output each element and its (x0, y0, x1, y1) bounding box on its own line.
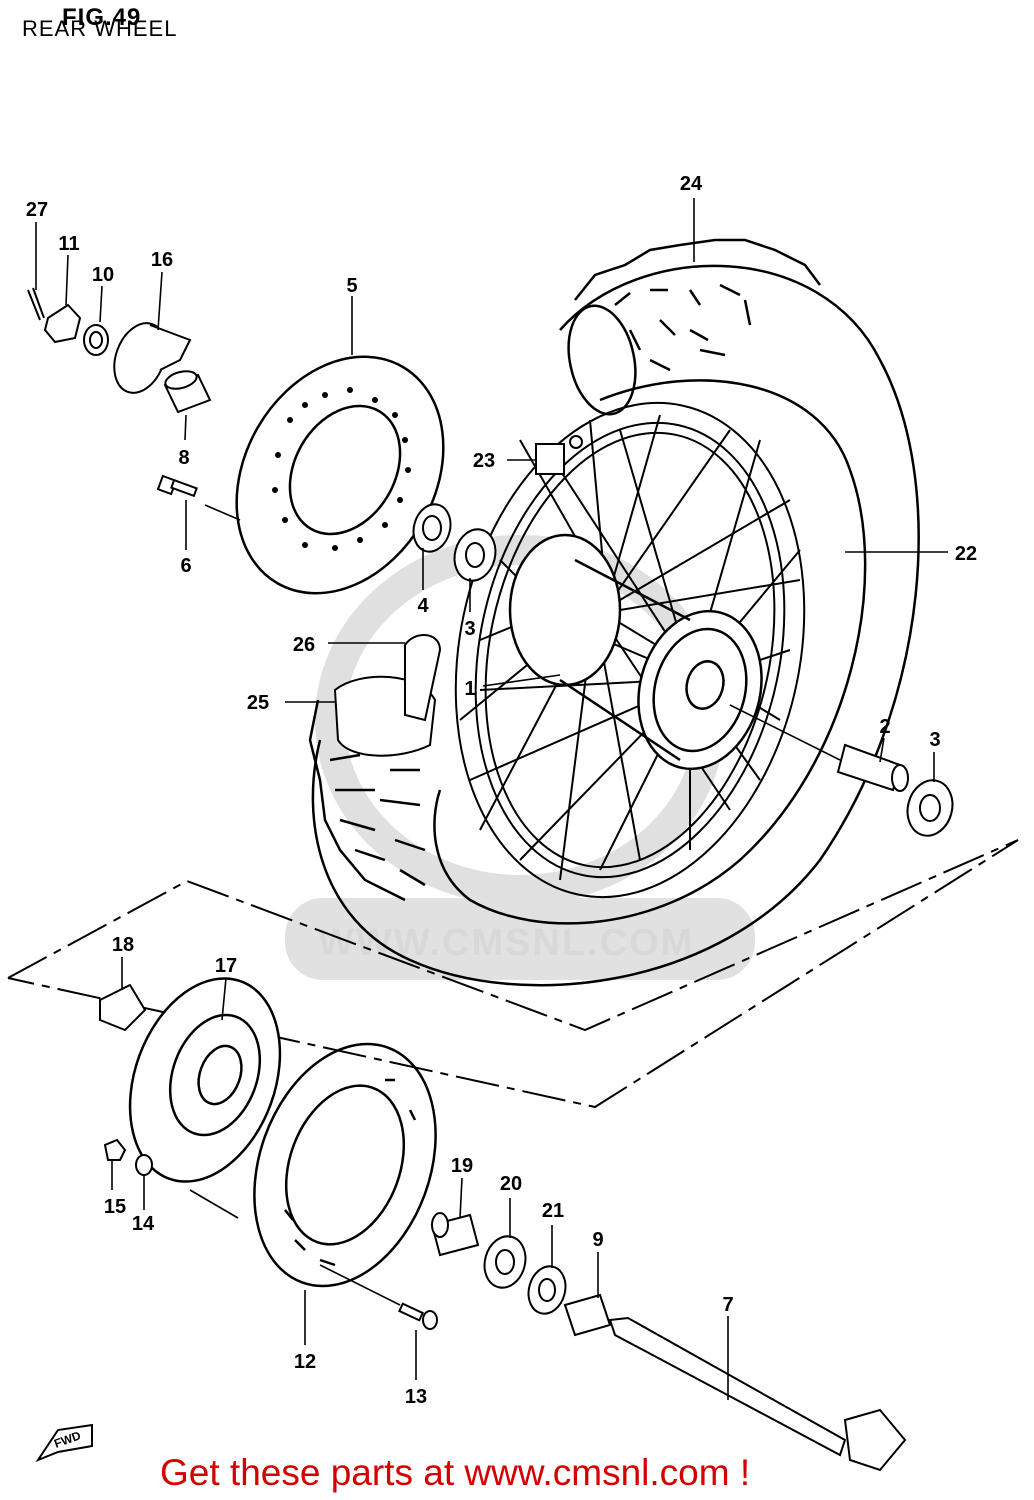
rear-tire (308, 238, 920, 987)
callout-17: 17 (215, 955, 237, 977)
fwd-arrow-icon: FWD (35, 1423, 93, 1463)
axle-spacer (563, 1293, 612, 1337)
rear-rim (454, 401, 806, 899)
washer (83, 324, 109, 356)
disc-bolt (156, 474, 198, 498)
callout-20: 20 (500, 1173, 522, 1195)
drum-bearing (483, 1235, 527, 1289)
damper-cushion (99, 983, 147, 1032)
watermark-text: WWW.CMSNL.COM (318, 922, 694, 964)
callout-19: 19 (451, 1155, 473, 1177)
callout-16: 16 (151, 249, 173, 271)
brake-disc (235, 355, 445, 595)
callout-labels: 1 2 3 3 4 5 6 7 8 9 10 11 12 13 14 15 16… (26, 173, 977, 1408)
sprocket-nut (103, 1138, 127, 1161)
callout-23: 23 (473, 450, 495, 472)
speedometer-gearbox (113, 322, 192, 394)
callout-11: 11 (58, 233, 79, 255)
callout-15: 15 (104, 1196, 126, 1218)
callout-13: 13 (405, 1386, 427, 1408)
tire-valve (535, 435, 583, 475)
callout-7: 7 (722, 1294, 733, 1316)
drum-collar (430, 1212, 480, 1257)
sprocket-washer (135, 1154, 153, 1176)
callout-27: 27 (26, 199, 48, 221)
rim-band (333, 634, 442, 757)
callout-25: 25 (247, 692, 269, 714)
callout-26: 26 (293, 634, 315, 656)
callout-5: 5 (346, 275, 357, 297)
callout-4: 4 (417, 595, 429, 617)
subassembly-outline (7, 839, 1019, 1109)
callout-12: 12 (294, 1351, 316, 1373)
callout-18: 18 (112, 934, 134, 956)
spacer-collar (163, 370, 212, 414)
dust-seal (412, 503, 452, 553)
callout-3-upper: 3 (464, 618, 475, 640)
callout-1: 1 (464, 678, 475, 700)
bearing-right (906, 779, 954, 837)
drum-oil-seal (527, 1265, 567, 1315)
rear-hub (508, 533, 763, 771)
figure-number: FIG.49 (62, 4, 142, 31)
figure-subtitle: REAR WHEEL (22, 16, 178, 41)
rear-axle (608, 1316, 907, 1472)
callout-22: 22 (955, 543, 977, 565)
footer-link-text[interactable]: Get these parts at www.cmsnl.com ! (160, 1452, 751, 1493)
callout-8: 8 (178, 447, 189, 469)
callout-24: 24 (680, 173, 703, 195)
cotter-pin (27, 287, 45, 321)
spacer-right (836, 743, 909, 792)
callout-9: 9 (592, 1229, 603, 1251)
sprocket-bolt (398, 1302, 438, 1330)
callout-3-right: 3 (929, 729, 940, 751)
callout-21: 21 (542, 1200, 564, 1222)
callout-2: 2 (879, 716, 890, 738)
leader-lines (35, 198, 948, 1400)
callout-6: 6 (180, 555, 191, 577)
callout-10: 10 (92, 264, 114, 286)
axle-nut (43, 303, 82, 344)
sprocket-drum (128, 977, 282, 1183)
callout-14: 14 (132, 1213, 155, 1235)
rear-sprocket (253, 1042, 437, 1288)
bearing-upper (453, 528, 497, 582)
